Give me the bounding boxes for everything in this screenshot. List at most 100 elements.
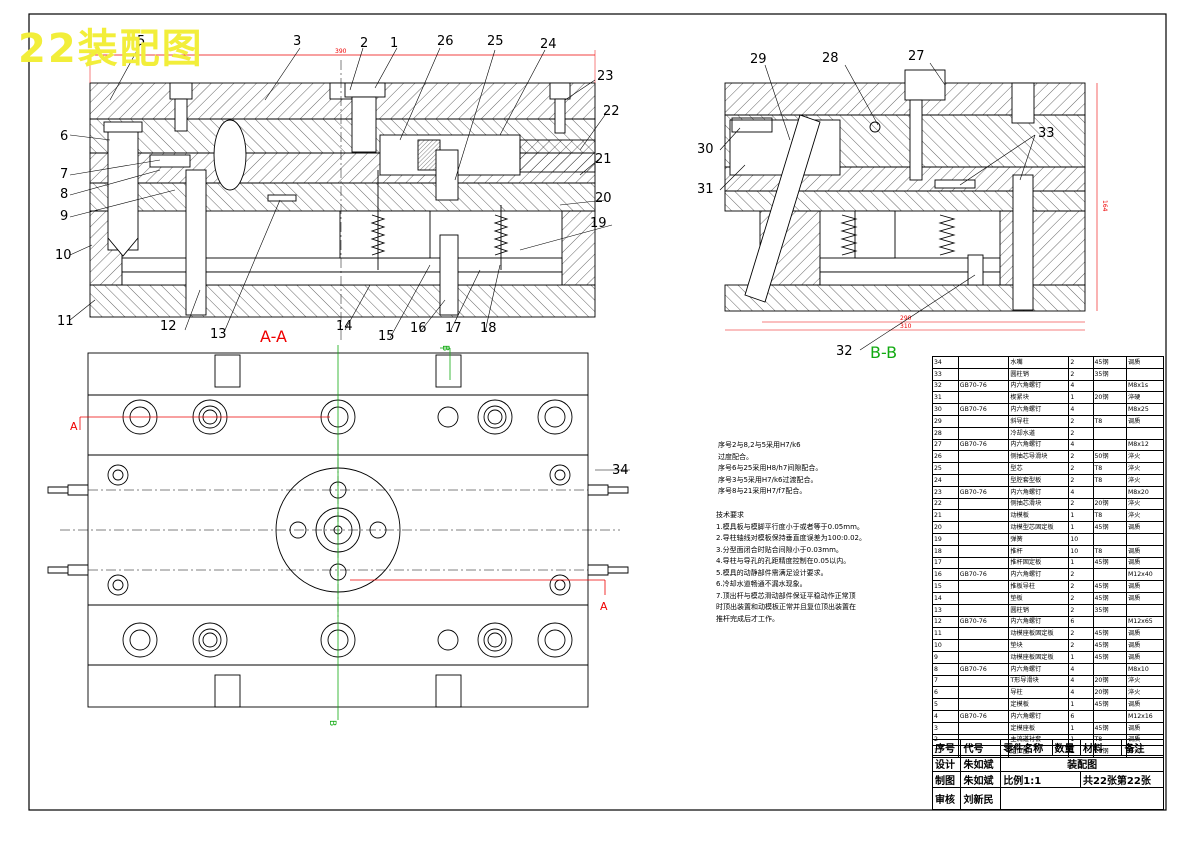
callout-12: 12 xyxy=(160,319,177,334)
callout-28: 28 xyxy=(822,51,839,66)
bom-cell: 2 xyxy=(1068,450,1094,464)
bom-cell: 垫块 xyxy=(1008,639,1070,652)
bom-cell: GB70-76 xyxy=(957,379,1010,393)
bom-cell: T8 xyxy=(1092,473,1127,487)
bom-cell: 推板导柱 xyxy=(1008,580,1070,593)
bom-cell: 2 xyxy=(1068,603,1094,617)
bom-cell xyxy=(1092,662,1127,676)
design-label: 设计 xyxy=(931,755,962,772)
dim-top-width: 390 xyxy=(89,48,596,83)
dim-height: 164 xyxy=(1101,200,1108,212)
bom-cell: 水嘴 xyxy=(1008,356,1070,369)
bom-cell: 2 xyxy=(1068,356,1094,369)
bom-cell: 27 xyxy=(932,438,959,452)
drawing-banner: 22装配图 xyxy=(18,26,204,72)
bom-cell: 23 xyxy=(932,485,959,499)
callout-27: 27 xyxy=(908,49,925,64)
bom-cell: 31 xyxy=(932,391,959,405)
callout-18: 18 xyxy=(480,321,497,336)
bom-cell: 29 xyxy=(932,414,959,428)
bom-cell: M12x65 xyxy=(1125,615,1165,629)
bom-cell: 内六角螺钉 xyxy=(1008,709,1070,723)
callout-1: 1 xyxy=(390,36,398,51)
bom-cell xyxy=(957,686,1010,700)
bom-header-name: 零件名称 xyxy=(1000,739,1053,756)
bom-cell: 调质 xyxy=(1125,639,1165,652)
bom-cell xyxy=(1092,615,1127,629)
bom-cell: 2 xyxy=(1068,497,1094,511)
bom-cell: 32 xyxy=(932,379,959,393)
bom-cell: 33 xyxy=(932,367,959,381)
bom-cell xyxy=(1092,485,1127,499)
callout-22: 22 xyxy=(603,104,620,119)
bom-cell: GB70-76 xyxy=(957,438,1010,452)
bom-cell xyxy=(1092,568,1127,582)
section-cut-a xyxy=(79,416,606,595)
bom-cell: 24 xyxy=(932,473,959,487)
scale: 比例1:1 xyxy=(1000,771,1082,788)
bom-cell: 调质 xyxy=(1125,556,1165,570)
bom-cell: 推杆固定板 xyxy=(1008,556,1070,570)
bom-cell: 2 xyxy=(1068,627,1094,641)
bom-cell: 内六角螺钉 xyxy=(1008,379,1070,393)
bom-cell: 4 xyxy=(1068,379,1094,393)
bom-cell: M12x16 xyxy=(1125,709,1165,723)
tech-note: 6.冷却水道畅通不漏水现象。 xyxy=(716,580,807,588)
bom-cell: 动模型芯固定板 xyxy=(1008,521,1070,534)
bom-cell: 2 xyxy=(1068,591,1094,605)
callout-23: 23 xyxy=(597,69,614,84)
check-label: 审核 xyxy=(931,787,962,810)
leaders-right xyxy=(719,62,1036,351)
callout-3: 3 xyxy=(293,34,301,49)
bom-cell xyxy=(1125,532,1165,546)
fit-note: 序号6与25采用H8/h7间隙配合。 xyxy=(718,464,823,472)
bom-cell: 9 xyxy=(932,650,959,664)
bom-header-qty: 数量 xyxy=(1051,739,1082,756)
bom-cell: 14 xyxy=(932,591,959,605)
bom-cell: 调质 xyxy=(1125,591,1165,605)
bom-cell: 30 xyxy=(932,403,959,416)
callout-26: 26 xyxy=(437,34,454,49)
bom-cell xyxy=(957,497,1010,511)
bom-cell: GB70-76 xyxy=(957,615,1010,629)
bom-cell: 淬火 xyxy=(1125,462,1165,475)
bom-cell: M8x1s xyxy=(1125,379,1165,393)
bom-cell: 调质 xyxy=(1125,627,1165,641)
bom-cell: 圆柱销 xyxy=(1008,367,1070,381)
bom-cell: 侧抽芯导滑块 xyxy=(1008,450,1070,464)
bom-cell xyxy=(1092,709,1127,723)
sheet-count: 共22张第22张 xyxy=(1080,771,1164,788)
bom-cell: 45钢 xyxy=(1092,627,1127,641)
callout-13: 13 xyxy=(210,327,227,342)
bom-cell: GB70-76 xyxy=(957,485,1010,499)
bom-cell: 1 xyxy=(1068,521,1094,534)
bom-cell: 动模座板固定板 xyxy=(1008,650,1070,664)
callout-32: 32 xyxy=(836,344,853,359)
bom-cell: 弹簧 xyxy=(1008,532,1070,546)
callout-34: 34 xyxy=(612,463,629,478)
bom-cell xyxy=(957,426,1010,440)
bom-cell: M8x20 xyxy=(1125,485,1165,499)
bom-cell: 动模座板固定板 xyxy=(1008,627,1070,641)
bom-cell: GB70-76 xyxy=(957,709,1010,723)
bom-cell: 型腔套型板 xyxy=(1008,473,1070,487)
callout-9: 9 xyxy=(60,209,68,224)
bom-cell: 34 xyxy=(932,356,959,369)
bom-cell xyxy=(957,698,1010,711)
bom-cell: 冷却水道 xyxy=(1008,426,1070,440)
title-block: 序号 代号 零件名称 数量 材料 备注 设计 朱如斌 装配图 制图 朱如斌 比例… xyxy=(931,739,1164,810)
bom-cell: 2 xyxy=(1068,414,1094,428)
bom-cell: 定模板 xyxy=(1008,698,1070,711)
